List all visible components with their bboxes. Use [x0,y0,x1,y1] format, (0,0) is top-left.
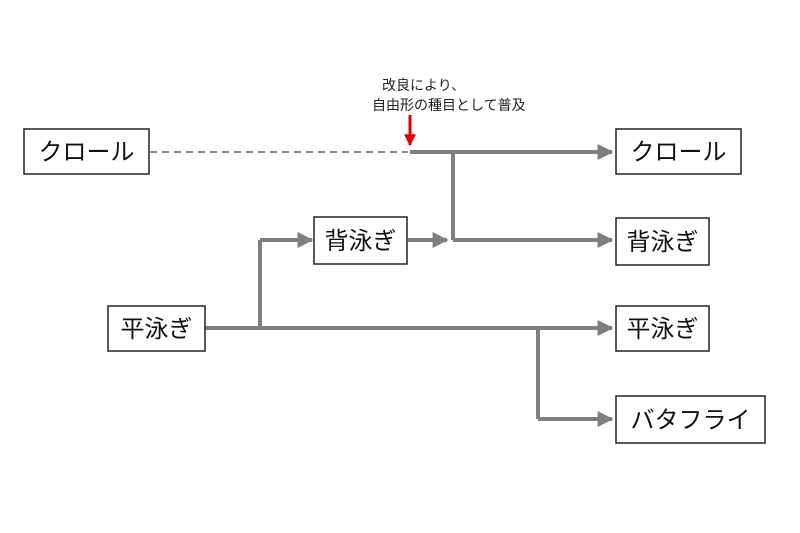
node-butterfly: バタフライ [615,395,766,444]
node-breaststroke-new: 平泳ぎ [615,305,710,352]
node-crawl-old-label: クロール [39,138,135,166]
node-crawl-old: クロール [23,128,150,175]
node-backstroke-mid: 背泳ぎ [313,216,408,265]
annotation-line-1: 改良により、 [382,78,465,94]
node-butterfly-label: バタフライ [631,406,751,434]
node-breaststroke-old: 平泳ぎ [107,305,206,352]
annotation-line-2: 自由形の種目として普及 [372,98,526,114]
node-backstroke-new-label: 背泳ぎ [627,228,699,256]
node-breaststroke-old-label: 平泳ぎ [121,315,193,343]
node-breaststroke-new-label: 平泳ぎ [627,315,699,343]
node-backstroke-mid-label: 背泳ぎ [325,227,397,255]
node-crawl-new-label: クロール [631,138,727,166]
node-crawl-new: クロール [615,128,742,175]
node-backstroke-new: 背泳ぎ [615,217,710,266]
